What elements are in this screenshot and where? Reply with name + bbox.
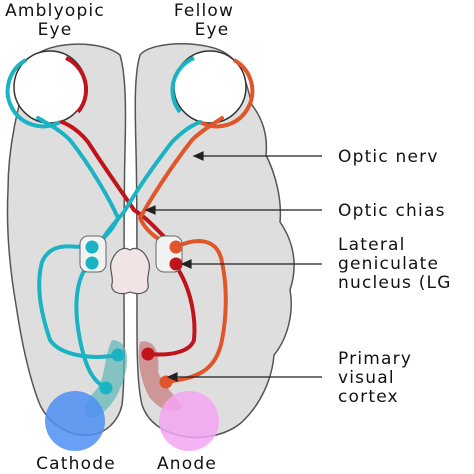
- visual-cortex-label-line1: Primary: [338, 349, 412, 369]
- amblyopic-eye-label-line2: Eye: [38, 20, 73, 40]
- fellow-eye-label-line1: Fellow: [174, 1, 234, 21]
- right-lgn-dot-upper: [169, 240, 183, 254]
- anode-electrode: [159, 391, 219, 451]
- amblyopic-eye-label-line1: Amblyopic: [5, 1, 105, 21]
- label-arrows: [144, 151, 322, 382]
- left-lgn-dot-lower: [85, 256, 99, 270]
- lgn-label-line2: geniculate: [338, 254, 439, 274]
- right-lgn-dot-lower: [169, 257, 183, 271]
- optic-chiasm-label: Optic chias: [338, 201, 446, 221]
- anode-label: Anode: [157, 454, 217, 474]
- amblyopic-eye: [5, 50, 89, 129]
- fellow-eye: [170, 50, 255, 129]
- pathways: [36, 116, 228, 390]
- cathode-electrode: [45, 391, 105, 451]
- fellow-crossing-pathway: [74, 120, 202, 390]
- left-cortex-dot-lower: [99, 381, 113, 395]
- left-lgn-dot-upper: [85, 240, 99, 254]
- fellow-eye-label-line2: Eye: [195, 20, 230, 40]
- optic-chiasm: [109, 247, 151, 295]
- lgn-label-line3: nucleus (LG: [338, 273, 452, 293]
- visual-cortex-label-line3: cortex: [338, 387, 399, 407]
- lgn-label-line1: Lateral: [338, 235, 406, 255]
- cathode-label: Cathode: [36, 454, 116, 474]
- fellow-crossing-radiation: [148, 264, 197, 357]
- left-cortex-dot-upper: [111, 348, 125, 362]
- optic-nerve-label: Optic nerv: [338, 147, 439, 167]
- visual-cortex-label-line2: visual: [338, 368, 395, 388]
- right-cortex-dot-upper: [141, 347, 155, 361]
- amblyopic-crossing-pathway: [60, 120, 178, 250]
- right-cortex-dot-lower: [159, 375, 173, 389]
